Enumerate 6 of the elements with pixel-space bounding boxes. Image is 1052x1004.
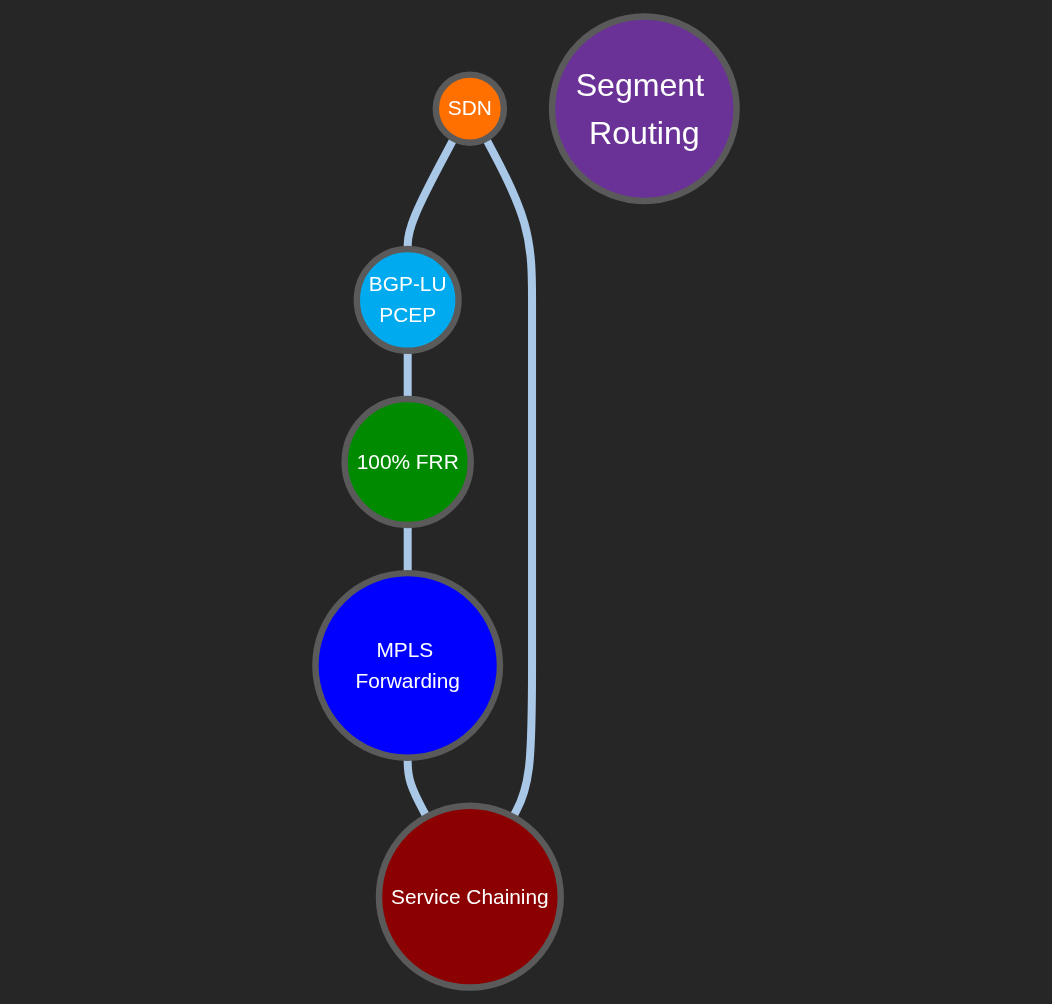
node-circle: BGP-LU PCEP bbox=[353, 245, 462, 354]
node-circle: MPLS Forwarding bbox=[312, 569, 504, 761]
node-circle: Service Chaining bbox=[375, 802, 564, 991]
node-circle: Segment Routing bbox=[548, 13, 740, 205]
node-circle: 100% FRR bbox=[341, 395, 474, 529]
node-circle: SDN bbox=[432, 71, 508, 146]
